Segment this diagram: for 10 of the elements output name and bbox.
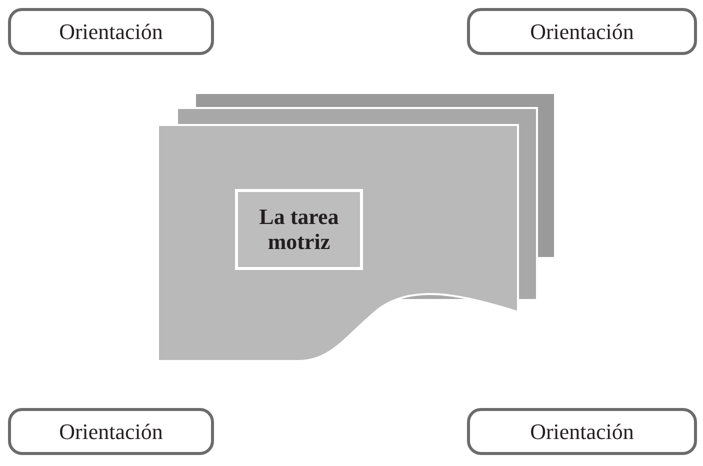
label-box [8,8,214,55]
box-label: Orientación [59,18,163,44]
box-label: Orientación [530,18,634,44]
label-box [467,408,697,455]
box-label: Orientación [530,418,634,444]
label-box [8,408,214,455]
box-label: Orientación [59,418,163,444]
title-box [235,189,363,270]
label-box [467,8,697,55]
box-label: La tarea motriz [258,205,340,254]
